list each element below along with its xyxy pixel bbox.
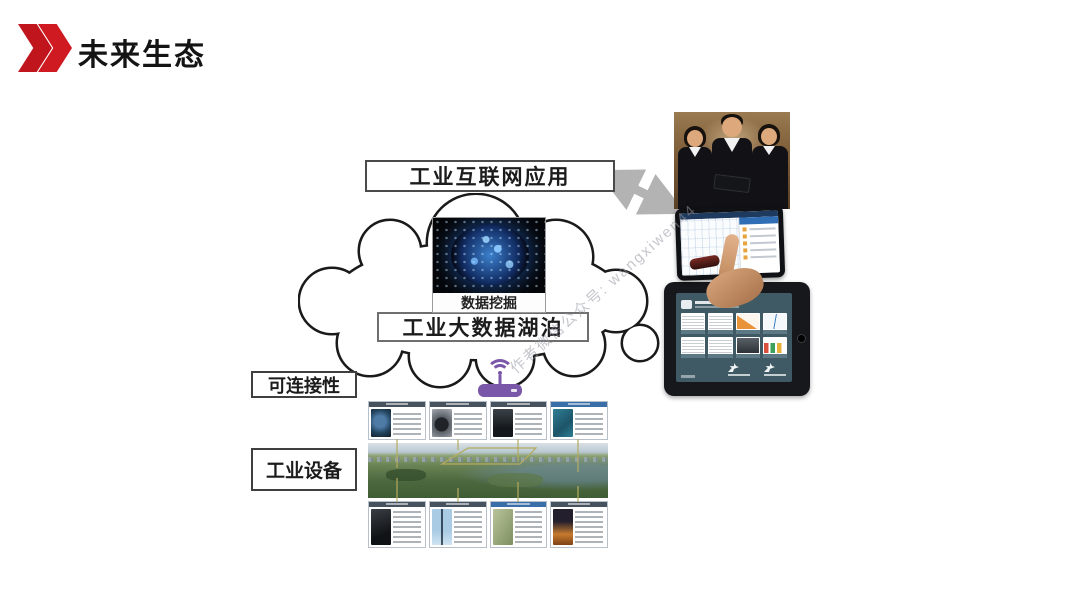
panel-header xyxy=(738,216,779,225)
dashboard-header xyxy=(681,298,739,310)
spec-text-lines xyxy=(575,411,603,435)
home-button xyxy=(797,334,806,343)
dashboard-tile xyxy=(708,313,733,334)
dashboard-tile xyxy=(762,337,787,358)
industrial-landscape-panorama xyxy=(368,443,608,498)
equipment-card xyxy=(550,501,608,548)
dashboard-tile-grid xyxy=(681,313,787,358)
equipment-thumbnail xyxy=(553,509,574,545)
action-icon xyxy=(728,363,750,376)
antenna-stem xyxy=(498,375,502,385)
double-headed-arrow-icon xyxy=(596,169,687,215)
brain-data-image xyxy=(433,218,545,293)
equipment-thumbnail xyxy=(431,509,452,545)
action-icon xyxy=(764,363,786,376)
data-mining-label: 数据挖掘 xyxy=(433,293,545,312)
dashboard-tile xyxy=(681,313,706,334)
spec-text-lines xyxy=(393,411,421,435)
equipment-thumbnail xyxy=(371,509,391,545)
equipment-thumbnail xyxy=(492,409,513,437)
router-light xyxy=(511,389,517,392)
slide-title: 未来生态 xyxy=(78,39,206,72)
status-bar xyxy=(681,375,695,378)
equipment-card xyxy=(428,401,487,440)
equipment-card xyxy=(368,501,426,548)
big-data-lake-box: 工业大数据湖泊 xyxy=(377,312,589,342)
equipment-thumbnail xyxy=(371,409,391,437)
dashboard-tile xyxy=(681,337,706,358)
dashboard-actions xyxy=(728,363,786,376)
equipment-card xyxy=(368,401,426,440)
brain-dots xyxy=(433,218,545,293)
equipment-spec-row-bottom xyxy=(368,501,608,548)
equipment-thumbnail xyxy=(431,409,452,437)
spec-text-lines xyxy=(514,511,543,543)
connectivity-box: 可连接性 xyxy=(251,371,357,398)
red-chevron-logo-icon xyxy=(18,24,74,72)
spec-text-lines xyxy=(514,411,543,435)
terrain-patch xyxy=(386,469,426,481)
person-center xyxy=(710,114,754,209)
data-mining-card: 数据挖掘 xyxy=(432,217,546,313)
dashboard-screen xyxy=(676,293,792,382)
city-band xyxy=(368,457,608,462)
app-tablet xyxy=(674,205,786,281)
wifi-dot-icon xyxy=(498,371,502,375)
terrain-patch xyxy=(488,473,543,487)
schematic-view xyxy=(680,217,741,276)
wifi-wave-icon xyxy=(486,359,514,387)
detail-panel xyxy=(737,216,781,274)
spec-text-lines xyxy=(453,411,482,435)
machine-part-photo xyxy=(688,254,721,271)
spec-text-lines xyxy=(453,511,482,543)
wifi-wave-icon xyxy=(491,364,509,382)
industrial-internet-app-box: 工业互联网应用 xyxy=(365,160,615,192)
app-screen xyxy=(679,210,781,276)
equipment-thumbnail xyxy=(492,509,513,545)
spec-text-lines xyxy=(575,511,603,543)
brain-glow xyxy=(451,224,529,286)
app-icon xyxy=(681,299,692,309)
equipment-card xyxy=(550,401,608,440)
equipment-spec-row-top xyxy=(368,401,608,440)
dashboard-tile xyxy=(735,337,760,358)
equipment-thumbnail xyxy=(553,409,574,437)
dashboard-tile xyxy=(735,313,760,334)
router-body xyxy=(478,384,522,397)
wifi-router-icon xyxy=(476,356,524,400)
spec-text-lines xyxy=(393,511,421,543)
equipment-card xyxy=(489,401,548,440)
industrial-equipment-box: 工业设备 xyxy=(251,448,357,491)
business-people-photo xyxy=(674,112,790,209)
person-right xyxy=(752,124,788,209)
dashboard-tile xyxy=(762,313,787,334)
person-left xyxy=(676,126,712,209)
equipment-card xyxy=(428,501,487,548)
equipment-card xyxy=(489,501,548,548)
dashboard-tablet xyxy=(664,282,810,396)
dashboard-tile xyxy=(708,337,733,358)
